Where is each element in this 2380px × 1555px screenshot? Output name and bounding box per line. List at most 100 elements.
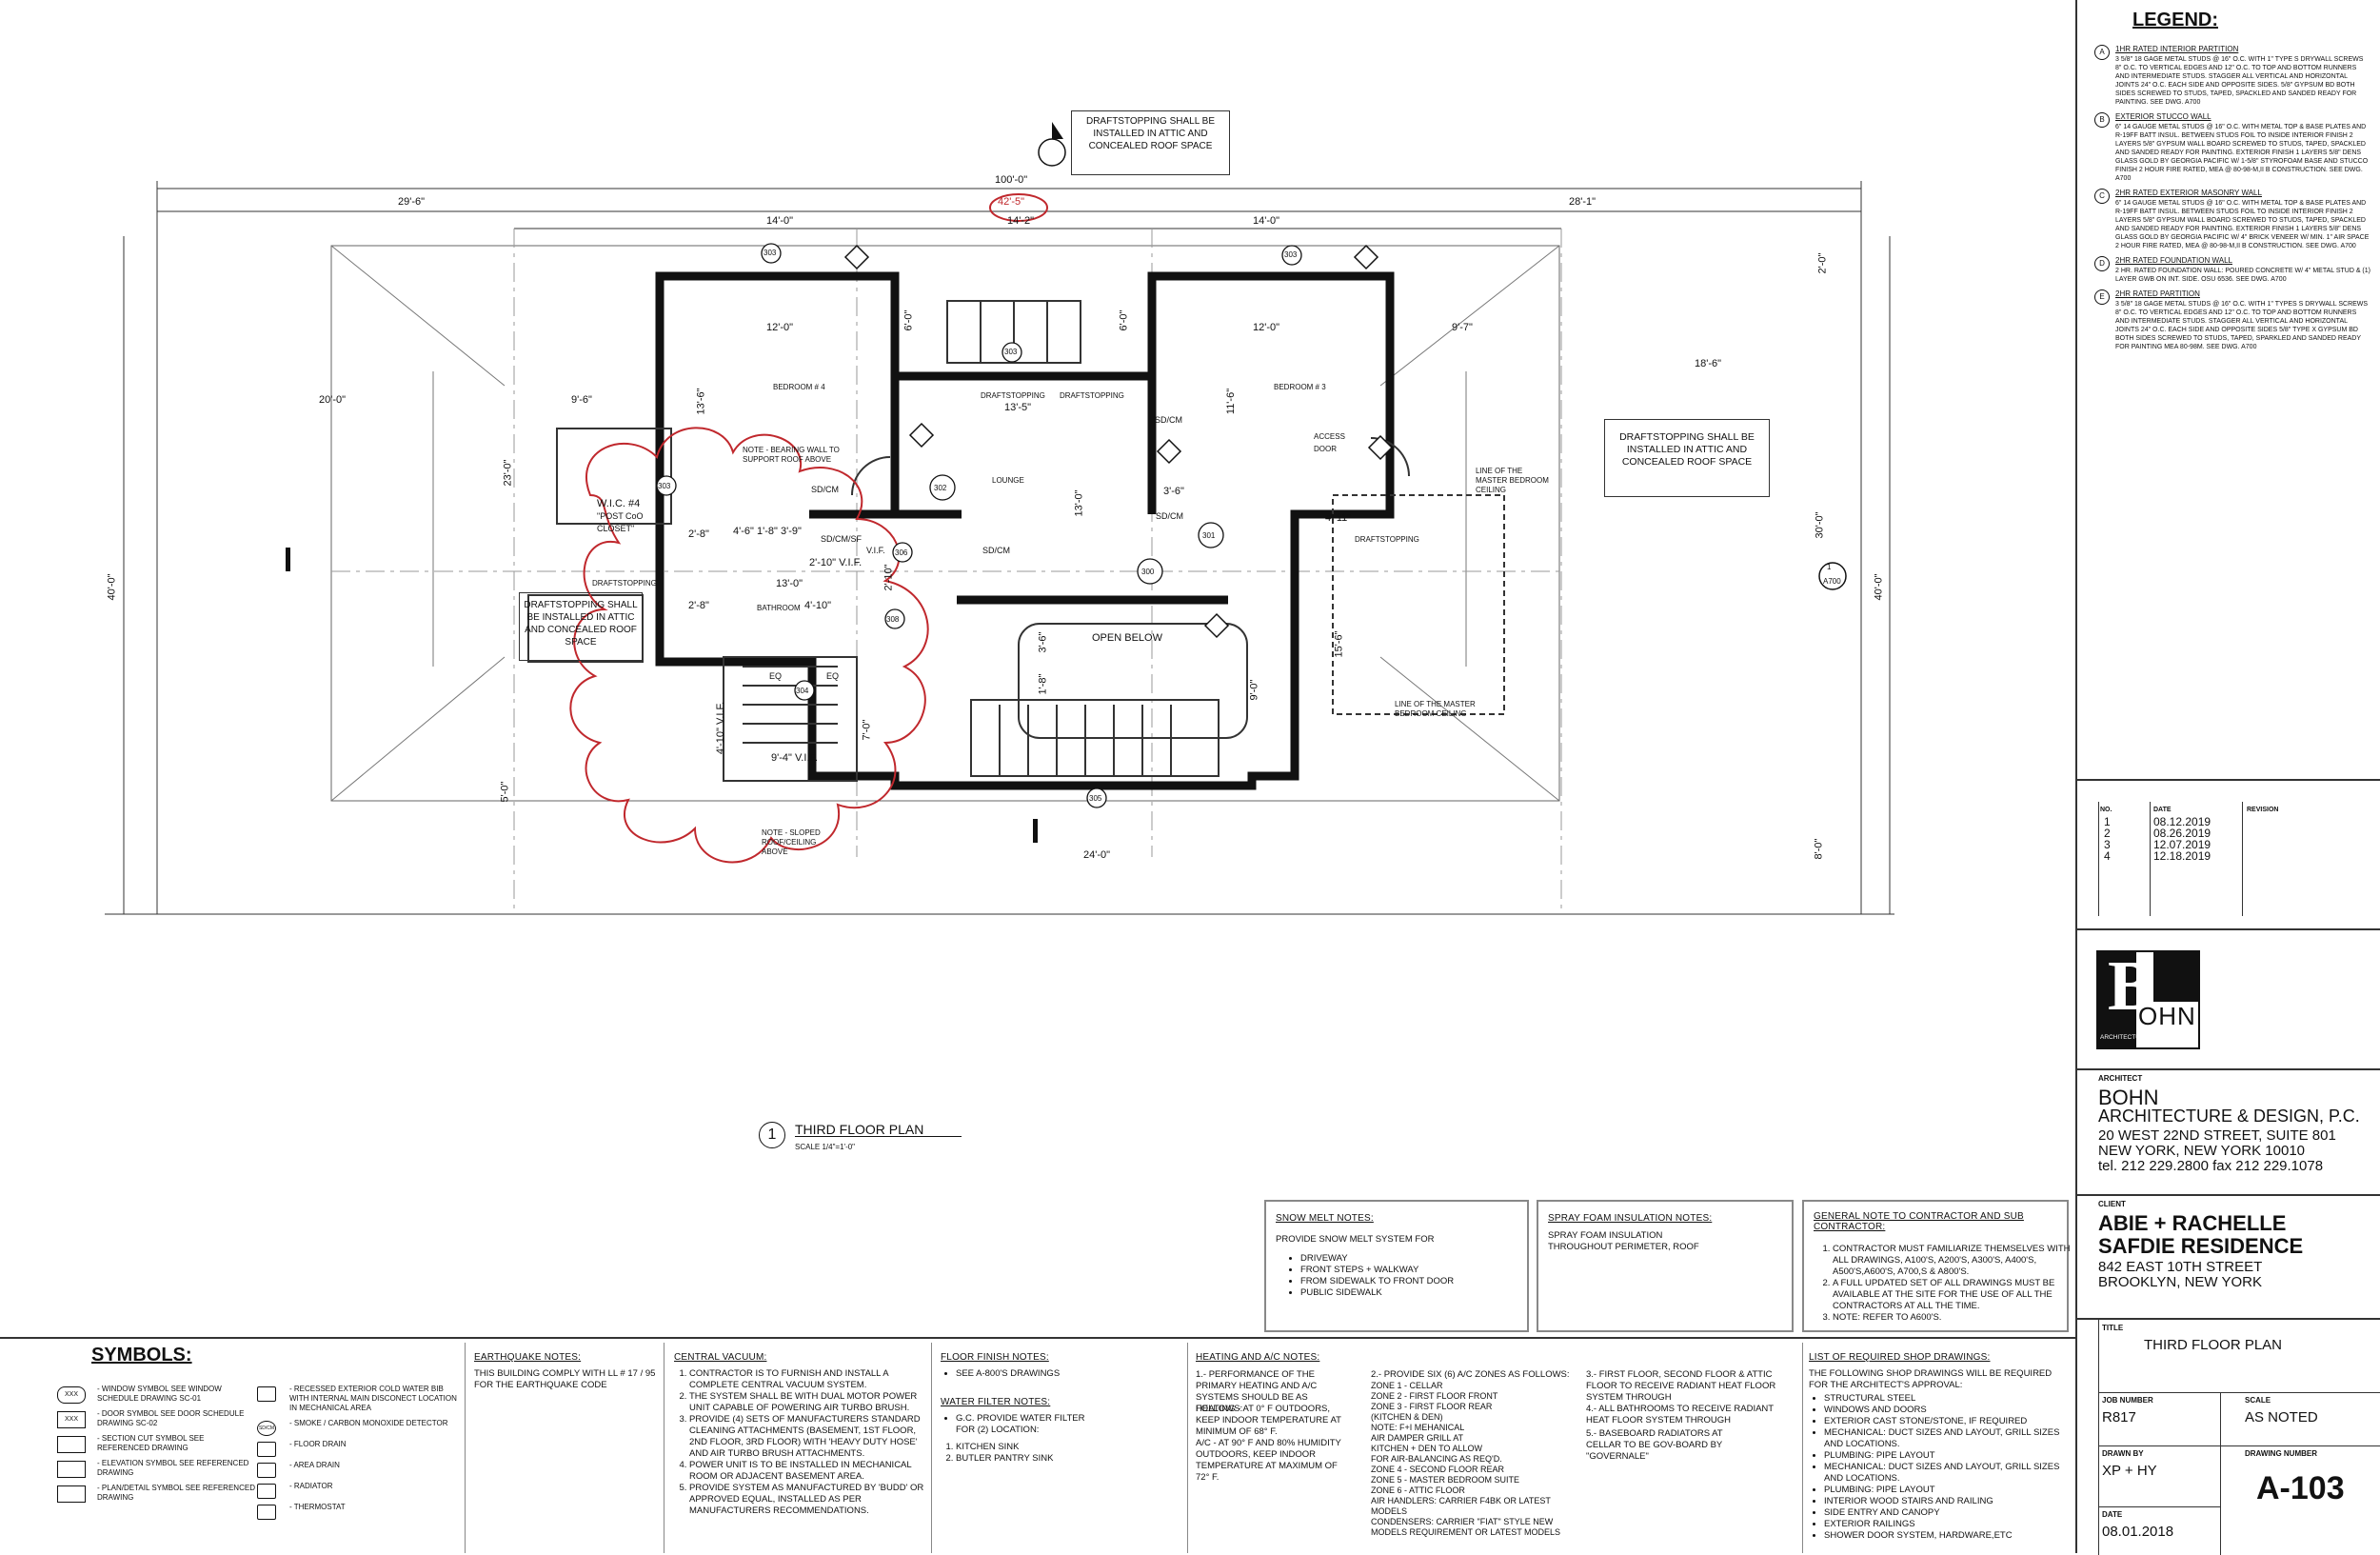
symbol-icon (257, 1505, 276, 1520)
shop-title: LIST OF REQUIRED SHOP DRAWINGS: (1809, 1352, 1991, 1363)
eq-label-2: EQ (826, 671, 840, 681)
wf-item: G.C. PROVIDE WATER FILTER FOR (2) LOCATI… (956, 1413, 1102, 1436)
symbol-label: - SMOKE / CARBON MONOXIDE DETECTOR (289, 1419, 448, 1427)
architect-label: ARCHITECT (2098, 1074, 2143, 1083)
symbol-icon (257, 1386, 276, 1402)
hvac-zone: CONDENSERS: CARRIER "FIAT" STYLE NEW MOD… (1371, 1517, 1561, 1537)
tb-date: 08.01.2018 (2102, 1524, 2174, 1540)
tag-302: 302 (934, 484, 947, 492)
vif-label: V.I.F. (866, 546, 885, 555)
symbol-icon: XXX (57, 1411, 86, 1428)
shop-item: EXTERIOR RAILINGS (1824, 1519, 2072, 1530)
hvac-zone: ZONE 2 - FIRST FLOOR FRONT (1371, 1391, 1498, 1401)
draftstopping-note-right: DRAFTSTOPPING SHALL BE INSTALLED IN ATTI… (1604, 419, 1770, 497)
hvac-2: 2.- PROVIDE SIX (6) A/C ZONES AS FOLLOWS… (1371, 1369, 1570, 1380)
snow-item: FRONT STEPS + WALKWAY (1300, 1265, 1454, 1276)
hvac-zone: AIR DAMPER GRILL AT (1371, 1433, 1464, 1443)
tb-job-label: JOB NUMBER (2102, 1396, 2153, 1405)
dim-4-10b: 4'-10" (804, 600, 832, 611)
hvac-1b: HEATING - AT 0° F OUTDOORS, KEEP INDOOR … (1196, 1404, 1341, 1437)
legend-item-tag: B (2094, 112, 2110, 128)
wic-note: "POST CoO CLOSET" (597, 511, 644, 533)
hvac-notes: HEATING AND A/C NOTES: 1.- PERFORMANCE O… (1196, 1352, 1805, 1552)
cv-list: CONTRACTOR IS TO FURNISH AND INSTALL A C… (674, 1368, 931, 1517)
sloped-roof-note: NOTE - SLOPED ROOF/CEILING ABOVE (762, 828, 821, 856)
plan-title-number: 1 (759, 1122, 785, 1148)
rev-header-no: NO. (2100, 807, 2112, 813)
tb-scale-label: SCALE (2245, 1396, 2271, 1405)
symbol-label: - RECESSED EXTERIOR COLD WATER BIB WITH … (289, 1385, 457, 1412)
sdcmsf-label: SD/CM/SF (821, 534, 863, 544)
tb-date-label: DATE (2102, 1510, 2123, 1519)
draftstopping-note-left-text: DRAFTSTOPPING SHALL BE INSTALLED IN ATTI… (524, 600, 638, 648)
room-bedroom-4: BEDROOM # 4 (773, 383, 825, 391)
dim-4-10: 4'-10" V.I.F. (715, 701, 727, 755)
symbol-row: - RECESSED EXTERIOR COLD WATER BIB WITH … (257, 1385, 457, 1419)
dim-6a: 6'-0" (902, 309, 915, 331)
snow-intro: PROVIDE SNOW MELT SYSTEM FOR (1276, 1234, 1435, 1245)
sdcm-label-1: SD/CM (811, 485, 839, 494)
symbols-col1: XXX - WINDOW SYMBOL SEE WINDOW SCHEDULE D… (57, 1385, 257, 1508)
dim-11-6: 11'-6" (1225, 388, 1238, 415)
eq-label: EQ (769, 671, 783, 681)
logo-letter: B (2108, 947, 2155, 1026)
central-vacuum-notes: CENTRAL VACUUM: CONTRACTOR IS TO FURNISH… (674, 1352, 931, 1517)
floor-plan-drawing (105, 122, 1894, 915)
dim-23: 23'-0" (502, 459, 514, 487)
tb-drawing: A-103 (2256, 1470, 2345, 1506)
titleblock: TITLE THIRD FLOOR PLAN JOB NUMBER R817 S… (2075, 1318, 2380, 1555)
architect-phone: tel. 212 229.2800 fax 212 229.1078 (2098, 1158, 2324, 1174)
dim-4-11: 4'-11" (1325, 512, 1352, 524)
room-wic: W.I.C. #4 (597, 498, 641, 509)
room-bedroom-3: BEDROOM # 3 (1274, 383, 1326, 391)
dim-right-width: 28'-1" (1569, 196, 1597, 208)
symbol-icon: SD/CM (257, 1421, 276, 1436)
gen-item: NOTE: REFER TO A600'S. (1833, 1312, 2071, 1324)
dim-24: 24'-0" (1083, 849, 1111, 861)
client-address1: 842 EAST 10TH STREET (2098, 1259, 2263, 1275)
dim-12a: 12'-0" (766, 322, 794, 333)
general-notes: GENERAL NOTE TO CONTRACTOR AND SUB CONTR… (1802, 1200, 2071, 1332)
master-ceiling-line-1: LINE OF THE MASTER BEDROOM CEILING (1476, 467, 1549, 494)
dim-13-6: 13'-6" (695, 388, 707, 415)
shop-item: STRUCTURAL STEEL (1824, 1393, 2072, 1405)
shop-item: SIDE ENTRY AND CANOPY (1824, 1507, 2072, 1519)
dim-8: 8'-0" (1813, 838, 1825, 860)
earthquake-notes: EARTHQUAKE NOTES: THIS BUILDING COMPLY W… (474, 1352, 664, 1391)
wf-location: BUTLER PANTRY SINK (956, 1453, 1102, 1465)
legend-item-body: 3 5/8" 18 GAGE METAL STUDS @ 16" O.C. WI… (2115, 301, 2369, 350)
rev-header-revision: REVISION (2247, 807, 2279, 813)
access-door-label: ACCESS DOOR (1314, 432, 1345, 453)
section-ref-a700: A700 (1823, 577, 1841, 586)
room-lounge: LOUNGE (992, 476, 1024, 485)
symbols-col2: - RECESSED EXTERIOR COLD WATER BIB WITH … (257, 1385, 457, 1524)
dim-3-6: 3'-6" (1163, 486, 1184, 497)
hvac-zone: NOTE: F+I MEHANICAL (1371, 1423, 1465, 1432)
tag-301: 301 (1202, 531, 1216, 540)
snow-melt-notes: SNOW MELT NOTES: PROVIDE SNOW MELT SYSTE… (1264, 1200, 1529, 1332)
tag-304: 304 (796, 687, 809, 695)
dim-sub: 42'-5" (998, 196, 1025, 208)
firm-logo: B OHN ARCHITECTURE & DESIGN (2096, 947, 2200, 1049)
dim-13-0b: 13'-0" (776, 578, 803, 589)
dim-14c: 14'-2" (1007, 215, 1035, 227)
ff-list: SEE A-800'S DRAWINGS (941, 1368, 1102, 1380)
logo-tagline: ARCHITECTURE & DESIGN (2100, 1034, 2180, 1041)
snow-item: PUBLIC SIDEWALK (1300, 1287, 1454, 1299)
bearing-wall-note: NOTE - BEARING WALL TO SUPPORT ROOF ABOV… (743, 446, 840, 464)
symbol-row: - SECTION CUT SYMBOL SEE REFERENCED DRAW… (57, 1434, 257, 1459)
spray-body1: SPRAY FOAM INSULATION (1548, 1230, 1663, 1241)
dim-9-0: 9'-0" (1248, 679, 1260, 701)
tb-drawn: XP + HY (2102, 1463, 2157, 1479)
wf-title: WATER FILTER NOTES: (941, 1397, 1051, 1407)
symbol-icon (257, 1484, 276, 1499)
rev-date: 12.18.2019 (2153, 849, 2211, 863)
cv-item: CONTRACTOR IS TO FURNISH AND INSTALL A C… (689, 1368, 931, 1391)
hvac-zone: ZONE 4 - SECOND FLOOR REAR (1371, 1465, 1505, 1474)
dim-2-10: 2'-10" V.I.F. (809, 557, 863, 568)
symbol-label: - WINDOW SYMBOL SEE WINDOW SCHEDULE DRAW… (97, 1385, 222, 1403)
